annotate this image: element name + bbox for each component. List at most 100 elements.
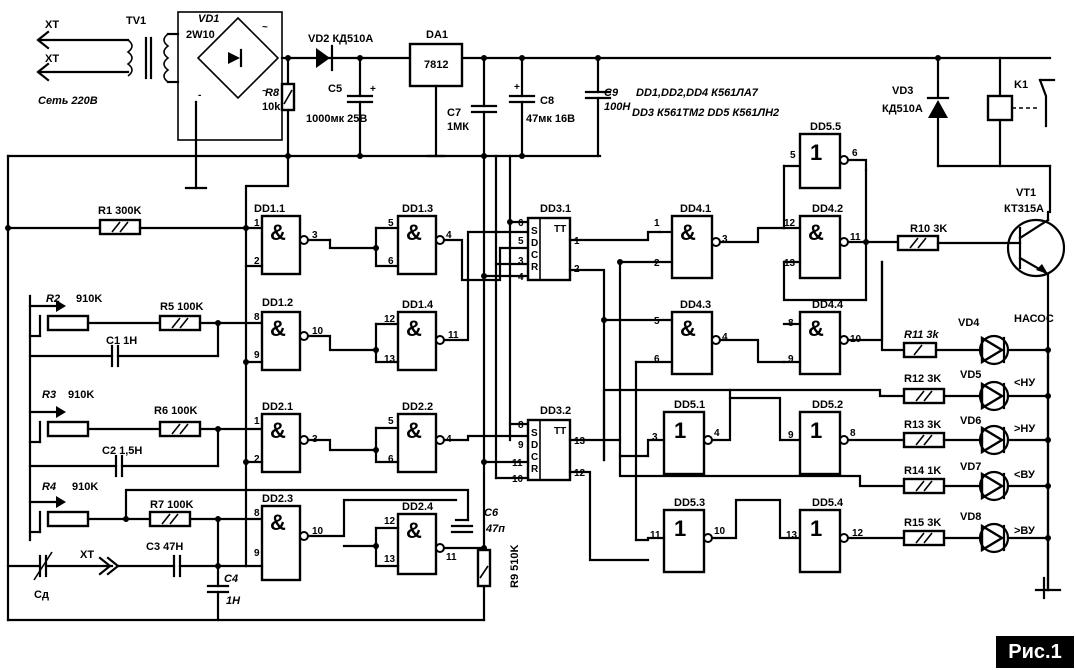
- c5-val: 1000мк 25В: [306, 113, 367, 125]
- vd3-ref: VD3: [892, 85, 913, 97]
- gate-dd2-3: & DD2.3 8 9 10: [254, 493, 324, 582]
- svg-text:1: 1: [810, 418, 822, 443]
- dd1-1-label: DD1.1: [254, 203, 285, 215]
- regulator-da1: 7812 DA1: [408, 29, 464, 158]
- vd5-label: <НУ: [1014, 377, 1035, 389]
- svg-text:2: 2: [654, 258, 660, 269]
- svg-text:5: 5: [388, 218, 394, 229]
- resistor-r1: R1 300K: [98, 205, 141, 236]
- vd3-type: КД510А: [882, 103, 923, 115]
- svg-text:&: &: [270, 510, 286, 535]
- c3-label: C3 47Н: [146, 541, 183, 553]
- svg-text:D: D: [531, 238, 538, 249]
- svg-text:4: 4: [446, 230, 452, 241]
- row-vd8: R15 3K VD8 >ВУ: [902, 511, 1051, 554]
- dd2-3-label: DD2.3: [262, 493, 293, 505]
- c8-val: 47мк 16В: [526, 113, 575, 125]
- capacitor-c3: C3 47Н: [146, 541, 183, 578]
- transformer-tv1: TV1: [126, 15, 180, 84]
- r4-val: 910K: [72, 481, 98, 493]
- svg-text:1: 1: [674, 516, 686, 541]
- resistor-r6: R6 100K: [154, 405, 202, 438]
- svg-text:11: 11: [448, 330, 459, 341]
- svg-text:S: S: [531, 428, 538, 439]
- resistor-r8: R8 10k: [262, 56, 296, 158]
- svg-text:1: 1: [810, 516, 822, 541]
- vd7-ref: VD7: [960, 461, 981, 473]
- capacitor-c4: C4 1Н: [206, 517, 241, 622]
- capacitor-c7: C7 1МК: [447, 56, 498, 622]
- c1-label: C1 1Н: [106, 335, 137, 347]
- bridge-ref: VD1: [198, 13, 219, 25]
- vd2-label: VD2 КД510А: [308, 33, 373, 45]
- r2-val: 910K: [76, 293, 102, 305]
- svg-text:13: 13: [384, 554, 396, 565]
- c9-ref: C9: [604, 87, 619, 99]
- svg-text:10: 10: [312, 326, 324, 337]
- mains-label: Сеть 220В: [38, 95, 98, 107]
- svg-text:D: D: [531, 440, 538, 451]
- cd-label: Cд: [34, 589, 49, 601]
- svg-text:5: 5: [790, 150, 796, 161]
- gate-dd5-5: 1 DD5.5 5 6: [790, 121, 858, 190]
- capacitor-c9: C9 100Н: [584, 56, 631, 158]
- svg-text:9: 9: [254, 350, 260, 361]
- k1-ref: K1: [1014, 79, 1028, 91]
- gate-dd4-1: & DD4.1 1 2 3: [654, 203, 728, 280]
- svg-text:11: 11: [650, 530, 661, 541]
- svg-text:4: 4: [714, 428, 720, 439]
- dd5-2-label: DD5.2: [812, 399, 843, 411]
- diode-vd2: VD2 КД510А: [308, 33, 373, 72]
- svg-text:4: 4: [518, 272, 524, 283]
- capacitor-c5: + C5 1000мк 25В: [306, 56, 376, 158]
- dd2-1-label: DD2.1: [262, 401, 293, 413]
- dd5-4-label: DD5.4: [812, 497, 844, 509]
- row-vd7: R14 1K VD7 <ВУ: [902, 461, 1051, 502]
- svg-text:&: &: [270, 418, 286, 443]
- r12-label: R12 3K: [904, 373, 941, 385]
- r13-label: R13 3K: [904, 419, 941, 431]
- svg-text:8: 8: [850, 428, 856, 439]
- gate-dd2-2: & DD2.2 5 6 4: [388, 401, 452, 474]
- c2-label: C2 1,5Н: [102, 445, 142, 457]
- bridge-vd1: ~ ~ - VD1 2W10: [177, 11, 283, 190]
- flipflop-dd3-1: TT S D C R DD3.1 6 5 3 4 1 2: [518, 203, 580, 283]
- svg-text:+: +: [370, 84, 376, 95]
- svg-text:+: +: [514, 82, 520, 93]
- gate-dd5-2: 1 DD5.2 9 8: [788, 399, 856, 476]
- r5-label: R5 100K: [160, 301, 203, 313]
- vd6-label: >НУ: [1014, 423, 1035, 435]
- svg-text:&: &: [680, 316, 696, 341]
- svg-text:TT: TT: [554, 224, 566, 235]
- svg-text:1: 1: [254, 416, 260, 427]
- r3-val: 910K: [68, 389, 94, 401]
- flipflop-dd3-2: TT S D C R DD3.2 8 9 11 10 13 12: [512, 405, 586, 485]
- svg-text:R: R: [531, 262, 539, 273]
- dd4-4-label: DD4.4: [812, 299, 844, 311]
- r15-label: R15 3K: [904, 517, 941, 529]
- svg-text:-: -: [198, 90, 201, 101]
- gate-dd1-4: & DD1.4 12 13 11: [384, 299, 459, 372]
- relay-k1: K1: [936, 56, 1056, 214]
- gate-dd1-3: & DD1.3 5 6 4: [388, 203, 452, 276]
- svg-text:1: 1: [254, 218, 260, 229]
- resistor-r5: R5 100K: [158, 301, 203, 332]
- svg-text:4: 4: [722, 332, 728, 343]
- svg-text:1: 1: [574, 236, 580, 247]
- led-vd4: VD4 НАСОС: [958, 313, 1054, 366]
- dd2-2-label: DD2.2: [402, 401, 433, 413]
- dd1-3-label: DD1.3: [402, 203, 433, 215]
- svg-text:9: 9: [518, 440, 524, 451]
- svg-text:11: 11: [446, 552, 457, 563]
- reg-type: 7812: [424, 59, 448, 71]
- svg-text:&: &: [270, 316, 286, 341]
- svg-text:2: 2: [254, 454, 260, 465]
- gate-dd4-2: & DD4.2 12 13 11: [784, 203, 861, 280]
- gate-dd5-1: 1 DD5.1 3 4: [652, 399, 720, 476]
- ic-note-line-2: DD3 К561ТМ2 DD5 К561ЛН2: [632, 107, 779, 119]
- ic-note-line-1: DD1,DD2,DD4 К561ЛА7: [636, 87, 759, 99]
- svg-text:3: 3: [312, 230, 318, 241]
- pot-r2: R2 910K: [28, 293, 102, 338]
- svg-text:6: 6: [654, 354, 660, 365]
